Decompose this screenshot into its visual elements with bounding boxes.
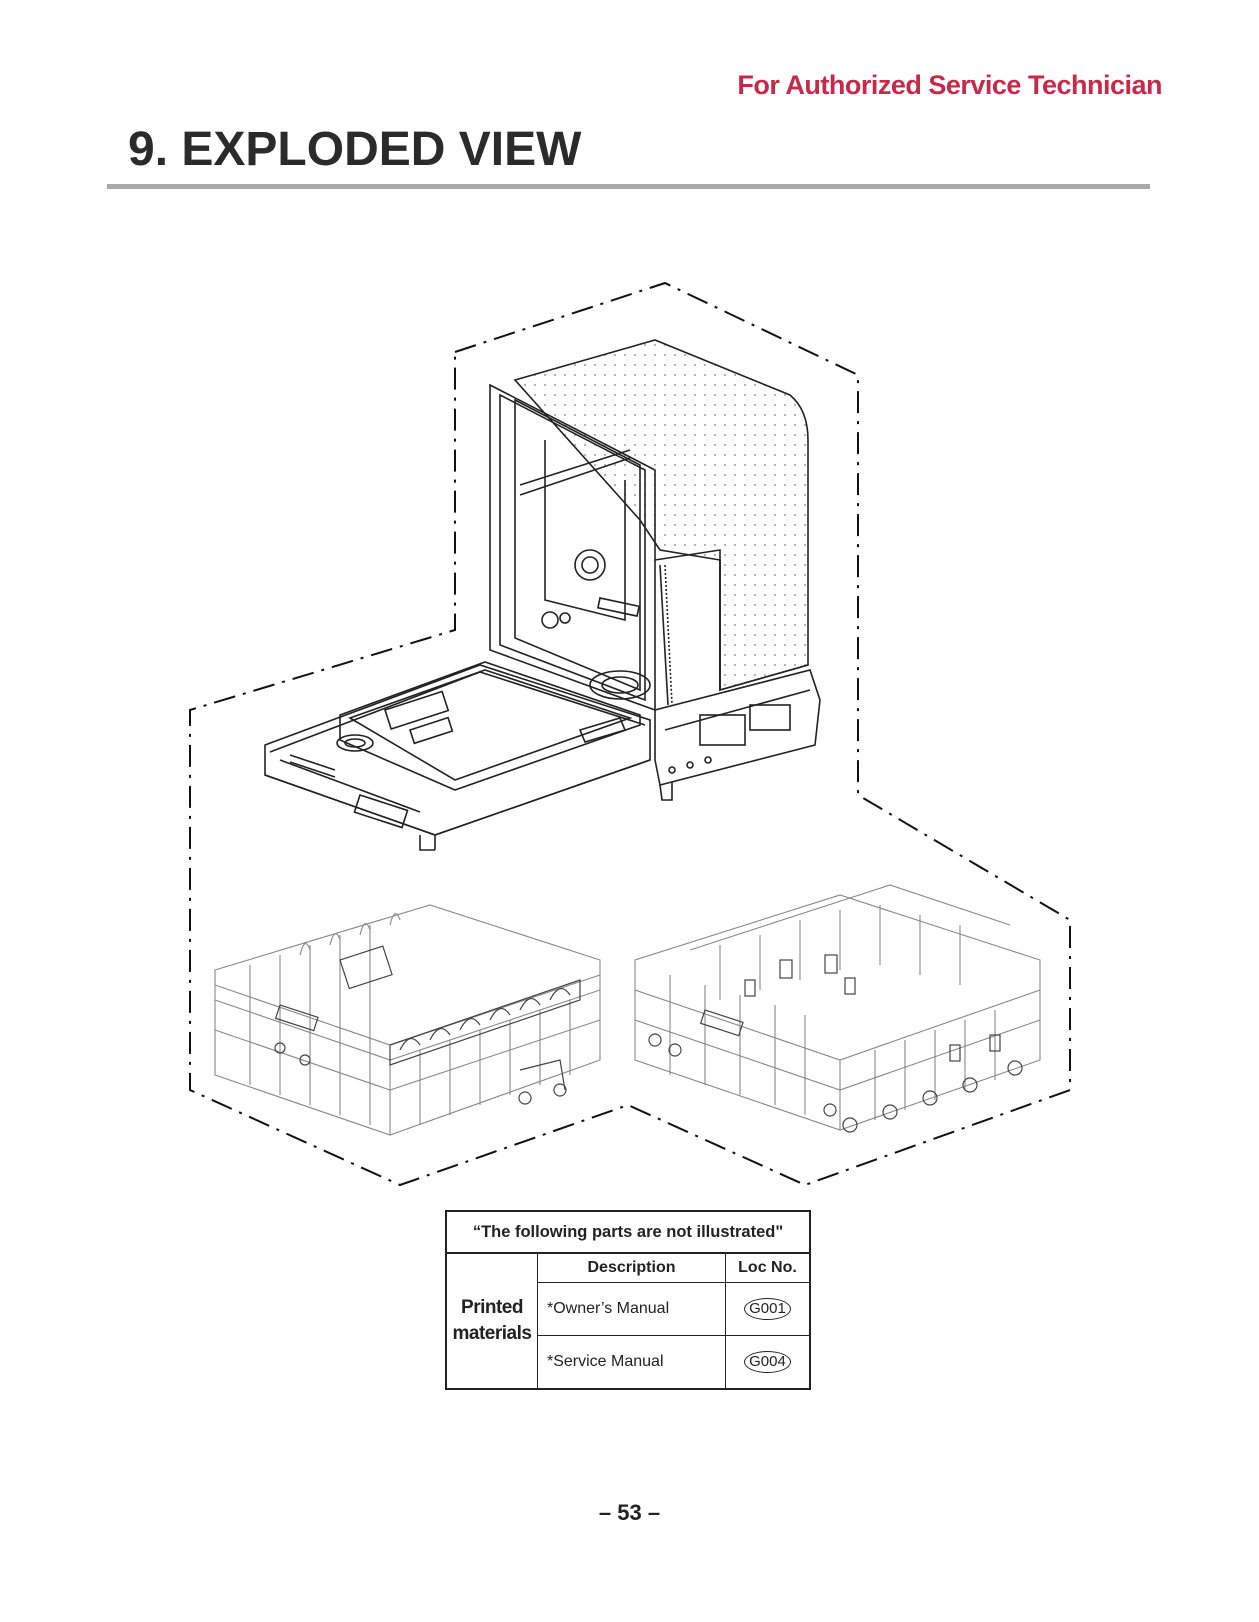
- table-row: *Service Manual G004: [446, 1335, 811, 1390]
- column-header-loc-no: Loc No.: [725, 1252, 811, 1283]
- group-label-line2: materials: [452, 1323, 532, 1344]
- parts-not-illustrated-table: “The following parts are not illustrated…: [445, 1210, 811, 1390]
- title-rule: [107, 184, 1150, 189]
- exploded-boundary: [189, 281, 1071, 1187]
- upper-rack-details: [274, 945, 581, 1105]
- loc-number-badge: G004: [744, 1351, 791, 1373]
- lower-rack: [634, 884, 1041, 1131]
- page-title: 9. EXPLODED VIEW: [128, 123, 582, 176]
- door-assembly: [264, 661, 651, 851]
- tub-body: [513, 339, 809, 692]
- lower-rack-details: [648, 954, 1023, 1133]
- upper-rack: [214, 904, 601, 1136]
- service-technician-note: For Authorized Service Technician: [737, 70, 1162, 100]
- row-description: *Service Manual: [537, 1335, 726, 1390]
- page-number: – 53 –: [598, 1500, 661, 1525]
- base-assembly: [654, 669, 821, 801]
- table-caption: “The following parts are not illustrated…: [445, 1210, 811, 1254]
- group-printed-materials: Printed materials: [445, 1252, 538, 1390]
- column-header-description: Description: [537, 1252, 726, 1283]
- table-row: *Owner’s Manual G001: [446, 1282, 811, 1336]
- group-label-line1: Printed: [461, 1297, 523, 1318]
- loc-number-badge: G001: [744, 1298, 791, 1320]
- tub-frame: [489, 383, 721, 712]
- row-description: *Owner’s Manual: [537, 1282, 726, 1336]
